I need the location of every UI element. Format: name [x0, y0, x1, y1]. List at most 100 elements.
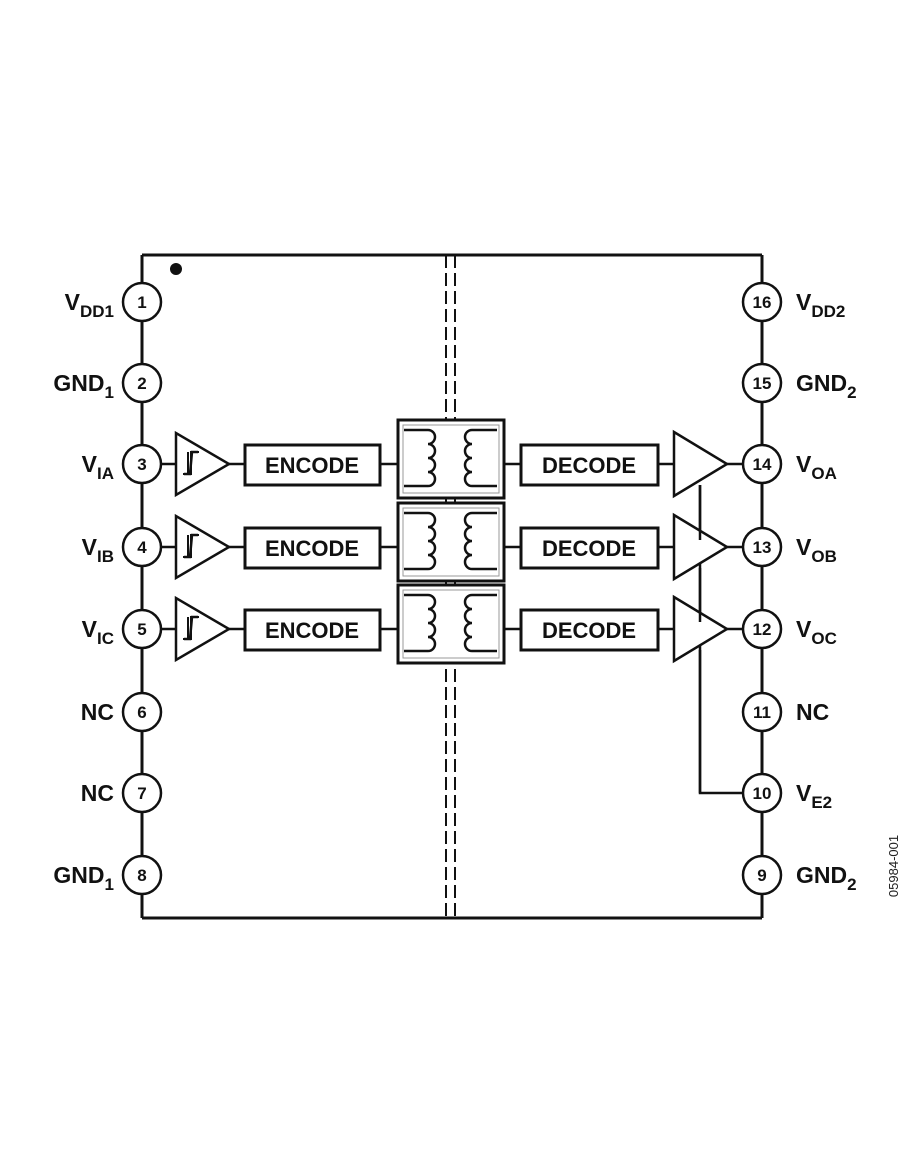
- transformer-primary-coil-icon: [404, 511, 437, 571]
- pin-number: 14: [753, 455, 772, 474]
- input-buffer-triangle: [174, 595, 232, 663]
- pin-label: VDD1: [65, 289, 114, 321]
- pin-name: V: [796, 534, 812, 560]
- pin-number: 10: [753, 784, 772, 803]
- pin-label: VOC: [796, 616, 837, 648]
- pin-5: 5 VIC: [82, 608, 163, 650]
- pin-name: V: [796, 451, 812, 477]
- pin-circle: [741, 772, 783, 814]
- pin-label: GND1: [53, 370, 114, 402]
- pin-number: 15: [753, 374, 772, 393]
- pin-circle: [741, 526, 783, 568]
- pin-circle: [741, 608, 783, 650]
- pin-circle: [121, 281, 163, 323]
- pin-number: 9: [757, 866, 766, 885]
- input-buffer-triangle: [174, 430, 232, 498]
- pin-name: NC: [796, 699, 829, 725]
- transformer-primary-coil-icon: [404, 428, 437, 488]
- pin-7: 7NC: [81, 772, 163, 814]
- decode-block: [519, 526, 660, 570]
- pin-label: VIC: [82, 616, 114, 648]
- transformer-inner-frame: [402, 424, 500, 494]
- encode-block: [243, 443, 382, 487]
- pin-number: 5: [137, 620, 146, 639]
- pin-name: V: [796, 780, 812, 806]
- encode-label: ENCODE: [265, 618, 359, 643]
- pin-subscript: IC: [97, 629, 114, 648]
- decode-label: DECODE: [542, 536, 636, 561]
- pin-8: 8 GND1: [53, 854, 163, 896]
- pin-number: 13: [753, 538, 772, 557]
- pin-12: 12 VOC: [741, 608, 837, 650]
- pin-3: 3 VIA: [82, 443, 163, 485]
- pin-label: VDD2: [796, 289, 845, 321]
- decode-block: [519, 443, 660, 487]
- pin-subscript: 1: [105, 383, 114, 402]
- pin-circle: [121, 443, 163, 485]
- transformer-inner-frame: [402, 589, 500, 659]
- pin-circle: [741, 443, 783, 485]
- pin-label: VIA: [82, 451, 114, 483]
- pin-name: V: [82, 451, 98, 477]
- pin-name: V: [82, 616, 98, 642]
- pin-name: GND: [53, 862, 104, 888]
- decode-label: DECODE: [542, 453, 636, 478]
- pin-name: NC: [81, 780, 114, 806]
- pin-name: V: [65, 289, 81, 315]
- pin-subscript: E2: [811, 793, 832, 812]
- pin-number: 16: [753, 293, 772, 312]
- pin-name: GND: [796, 370, 847, 396]
- pin-circle: [741, 854, 783, 896]
- pin-subscript: 2: [847, 383, 856, 402]
- pin-name: GND: [53, 370, 104, 396]
- transformer-secondary-coil-icon: [463, 428, 497, 488]
- pin-name: V: [82, 534, 98, 560]
- channel-c: ENCODE DECODE: [142, 583, 762, 665]
- pin-number: 12: [753, 620, 772, 639]
- pin-circle: [741, 362, 783, 404]
- pin-number: 3: [137, 455, 146, 474]
- transformer-inner-frame: [402, 507, 500, 577]
- pin-label: GND2: [796, 370, 857, 402]
- pin-label: NC: [81, 699, 114, 725]
- pin-subscript: DD1: [80, 302, 114, 321]
- pin-number: 8: [137, 866, 146, 885]
- pin-circle: [121, 772, 163, 814]
- pin-16: 16 VDD2: [741, 281, 845, 323]
- pin-name: V: [796, 289, 812, 315]
- pin-subscript: DD2: [811, 302, 845, 321]
- pin-name: NC: [81, 699, 114, 725]
- pin-14: 14 VOA: [741, 443, 837, 485]
- figure-id: 05984-001: [886, 835, 900, 897]
- pin-subscript: IB: [97, 547, 114, 566]
- pin-number: 6: [137, 703, 146, 722]
- pin-subscript: IA: [97, 464, 114, 483]
- pin-label: NC: [796, 699, 829, 725]
- encode-label: ENCODE: [265, 536, 359, 561]
- pin-subscript: OA: [811, 464, 837, 483]
- transformer-primary-coil-icon: [404, 593, 437, 653]
- pin-label: NC: [81, 780, 114, 806]
- transformer-secondary-coil-icon: [463, 593, 497, 653]
- output-buffer-triangle: [672, 429, 730, 499]
- channel-b: ENCODE DECODE: [142, 501, 762, 583]
- schmitt-trigger-symbol: [183, 451, 199, 475]
- pin-subscript: OC: [811, 629, 837, 648]
- decode-label: DECODE: [542, 618, 636, 643]
- pin-label: GND2: [796, 862, 857, 894]
- transformer-secondary-coil-icon: [463, 511, 497, 571]
- pin-subscript: 1: [105, 875, 114, 894]
- schmitt-trigger-symbol: [183, 534, 199, 558]
- pin-11: 11 NC: [741, 691, 829, 733]
- pin-number: 11: [753, 703, 771, 722]
- pin1-indicator-dot: [170, 263, 182, 275]
- pin-6: 6 NC: [81, 691, 163, 733]
- pin-circle: [741, 281, 783, 323]
- pin-name: V: [796, 616, 812, 642]
- pin-circle: [121, 608, 163, 650]
- pin-15: 15 GND2: [741, 362, 857, 404]
- pin-circle: [741, 691, 783, 733]
